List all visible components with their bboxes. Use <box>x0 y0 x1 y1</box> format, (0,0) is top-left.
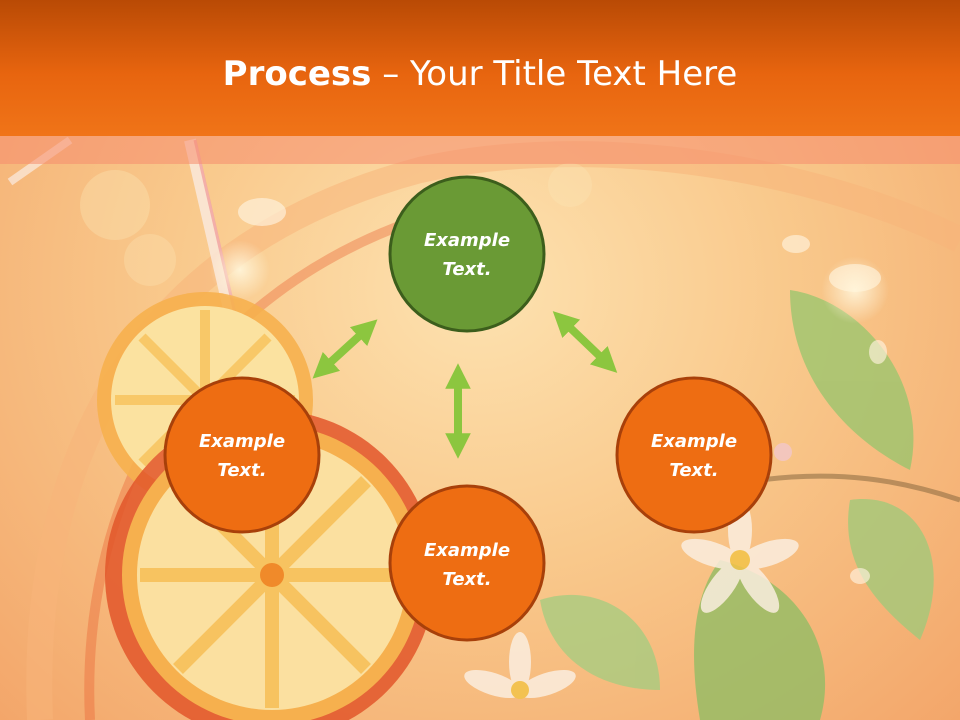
title-dash: – <box>382 54 400 94</box>
title-text: Your Title Text Here <box>410 54 738 94</box>
title-bar-band <box>0 136 960 164</box>
node-bottom-line1: Example <box>424 540 510 561</box>
node-top-line2: Text. <box>442 259 491 280</box>
slide-title: Process – Your Title Text Here <box>0 52 960 96</box>
node-right[interactable]: Example Text. <box>615 376 773 534</box>
node-left-line2: Text. <box>217 460 266 481</box>
node-right-circle <box>615 376 773 534</box>
node-right-line1: Example <box>651 431 737 452</box>
arrow-left-top <box>312 319 378 379</box>
node-right-line2: Text. <box>669 460 718 481</box>
node-bottom-circle <box>388 484 546 642</box>
node-top[interactable]: Example Text. <box>388 175 546 333</box>
node-left-circle <box>163 376 321 534</box>
arrow-top-right <box>552 311 618 373</box>
node-bottom-line2: Text. <box>442 569 491 590</box>
leaves <box>540 290 960 720</box>
node-top-line1: Example <box>424 230 510 251</box>
node-top-circle <box>388 175 546 333</box>
node-bottom[interactable]: Example Text. <box>388 484 546 642</box>
title-bold: Process <box>222 54 372 94</box>
title-bar <box>0 0 960 136</box>
node-left[interactable]: Example Text. <box>163 376 321 534</box>
node-left-line1: Example <box>199 431 285 452</box>
